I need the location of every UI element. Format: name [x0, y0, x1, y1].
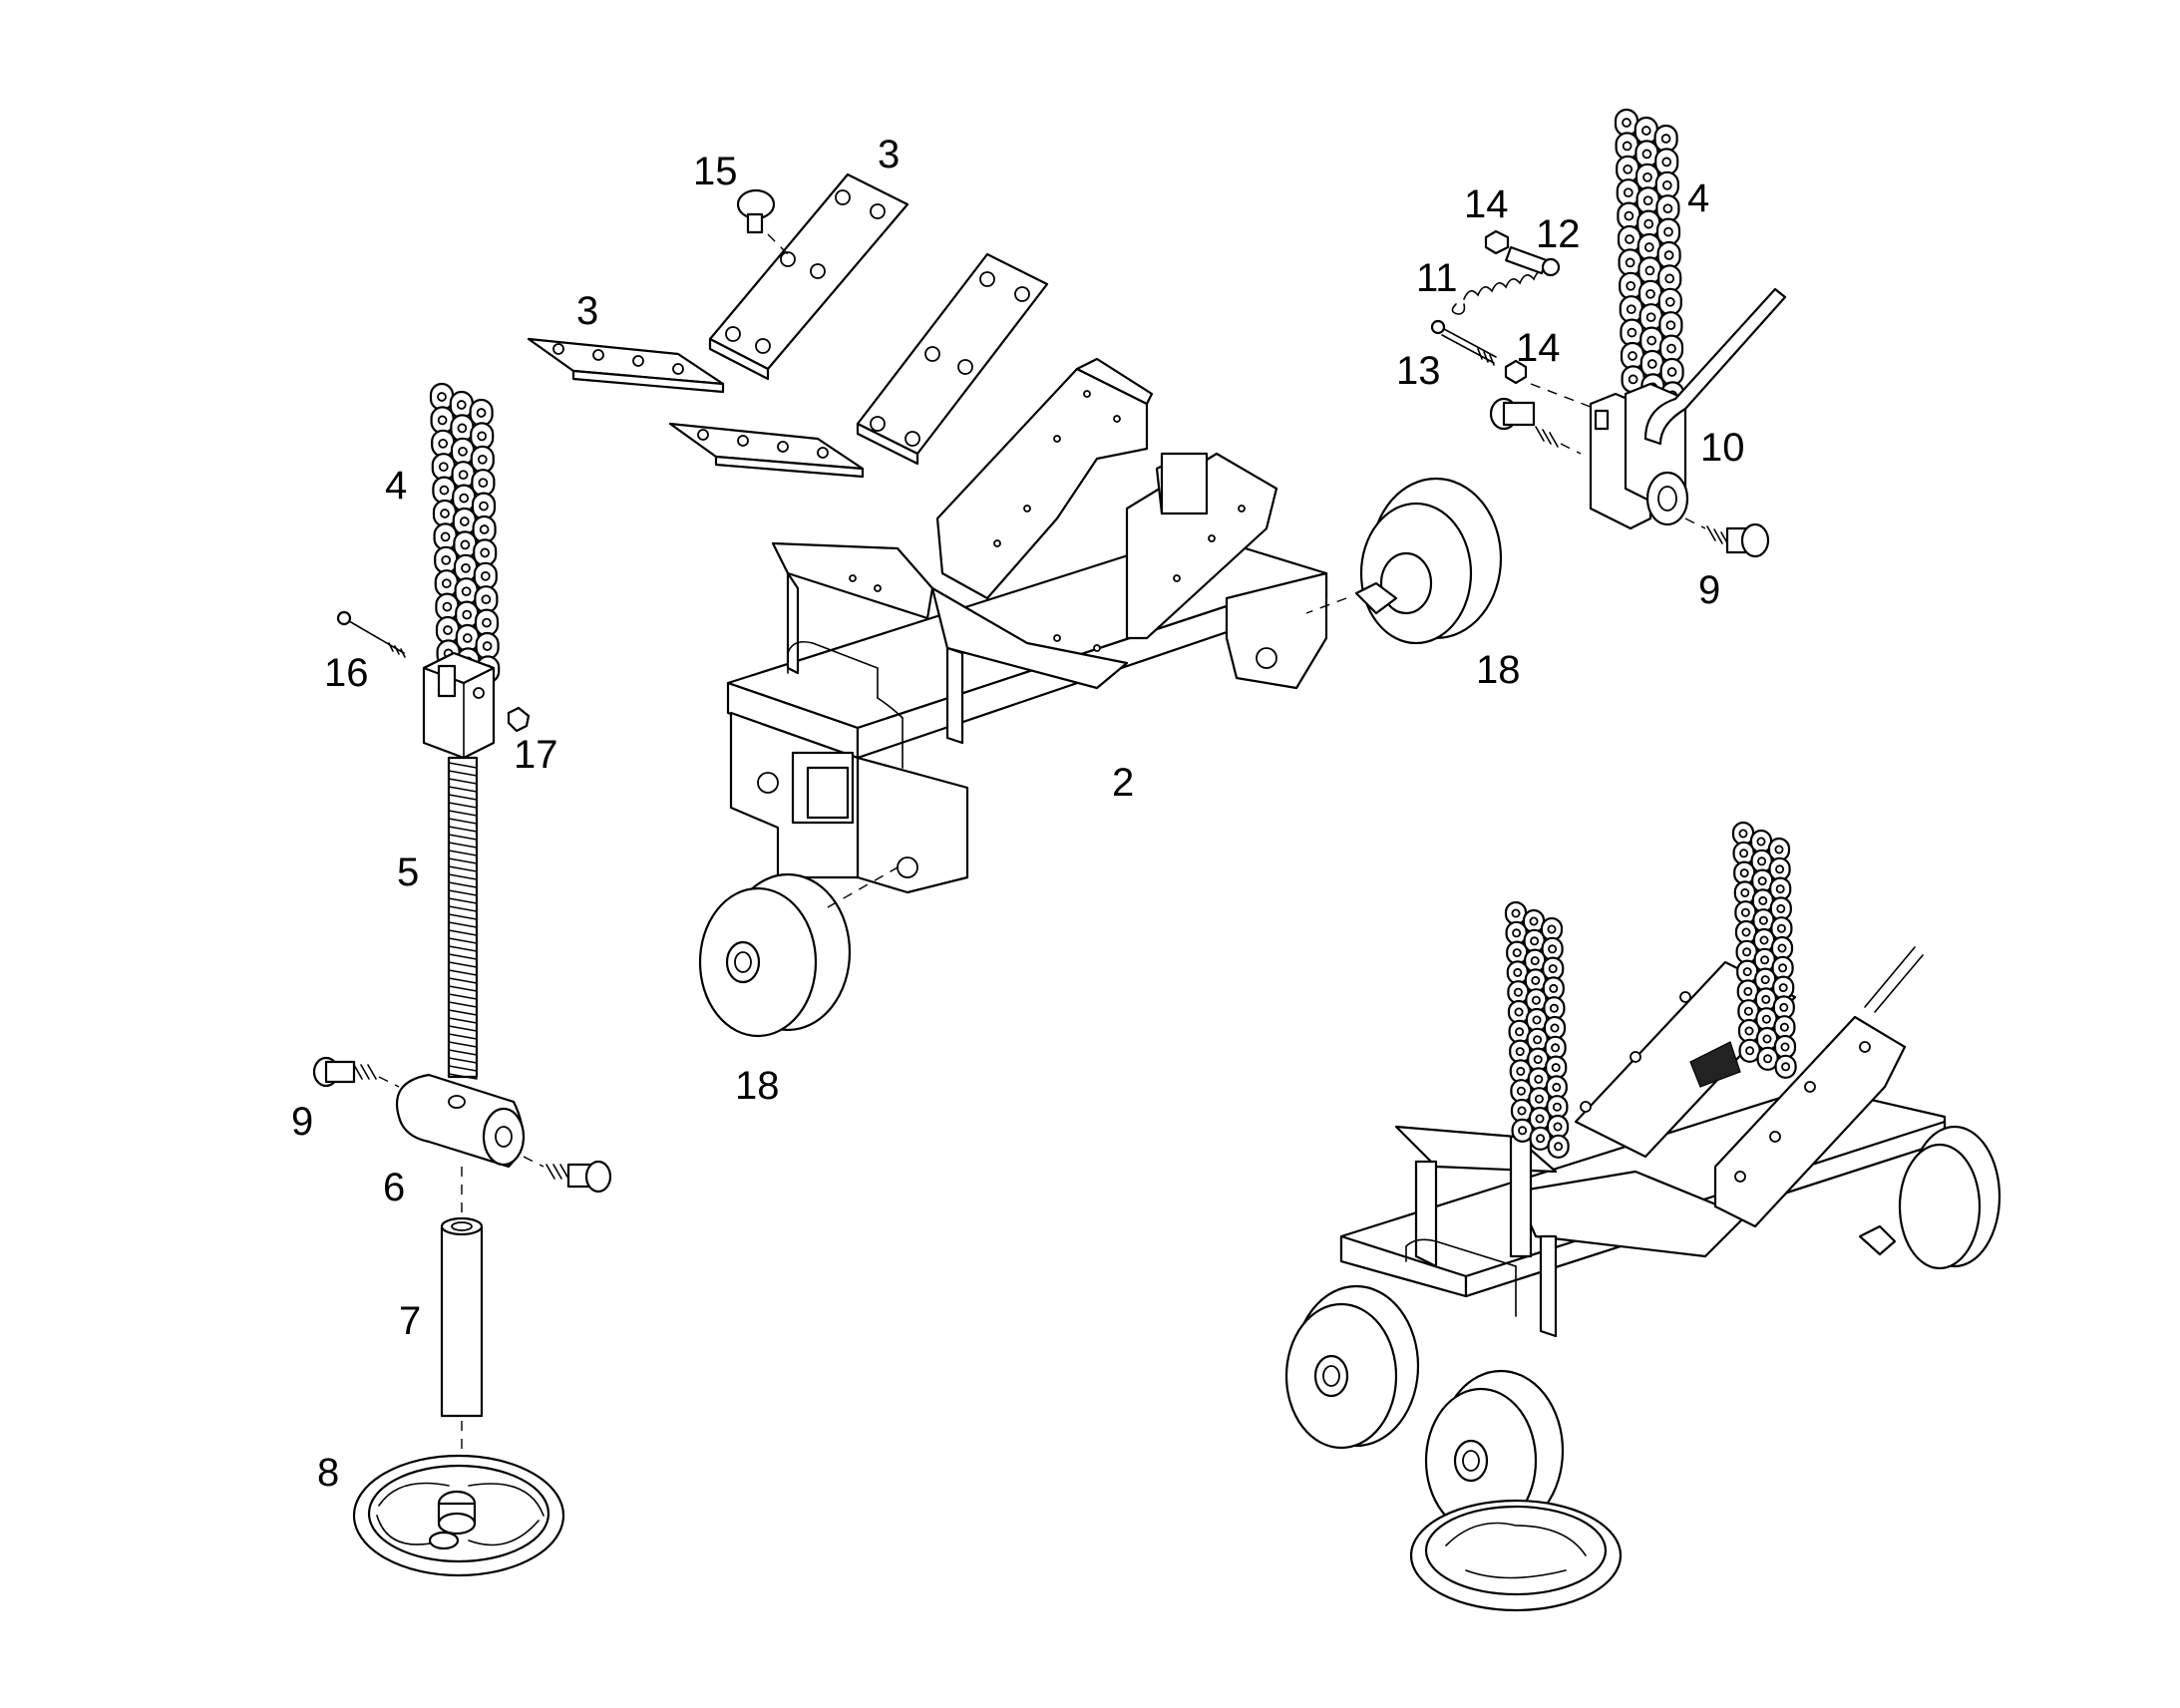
frame-holes [849, 390, 1246, 652]
rod-thread [448, 921, 478, 928]
pin-9-left [312, 1056, 400, 1088]
rod-thread [448, 905, 478, 912]
callout-3-upper: 3 [878, 133, 900, 176]
rod-thread [448, 786, 478, 793]
rod-thread [448, 881, 478, 888]
rod-thread [448, 1009, 478, 1016]
callout-11: 11 [1416, 256, 1458, 300]
rod-thread [448, 889, 478, 896]
screw-15 [736, 188, 794, 260]
plate-right [856, 252, 1049, 466]
callout-16: 16 [324, 651, 369, 695]
rod-thread [448, 977, 478, 984]
pin-9-right [1684, 517, 1770, 558]
rod-thread [448, 945, 478, 952]
rod-thread [448, 1041, 478, 1048]
callout-8: 8 [317, 1451, 339, 1495]
carriage-frame [726, 357, 1328, 894]
rod-thread [448, 993, 478, 1000]
callout-13: 13 [1396, 349, 1441, 393]
wheel-18-right [1305, 477, 1503, 645]
callout-12: 12 [1536, 212, 1581, 256]
bolt-13 [1430, 319, 1497, 366]
rod-thread [448, 913, 478, 920]
nut-14-mid [1504, 359, 1597, 410]
callout-3-left: 3 [576, 289, 598, 333]
wheel-18-left [698, 866, 899, 1038]
hub-6 [395, 1073, 526, 1169]
rod-thread [448, 1017, 478, 1024]
callout-15: 15 [693, 150, 738, 193]
chain-4-right [1614, 108, 1685, 410]
rod-thread [448, 1001, 478, 1008]
rod-thread [448, 929, 478, 936]
tube-7 [440, 1167, 484, 1476]
rod-thread [448, 842, 478, 849]
callout-2: 2 [1112, 761, 1134, 805]
rod-thread [448, 1049, 478, 1056]
callout-10: 10 [1700, 426, 1745, 470]
assembled-view [1284, 946, 2001, 1612]
rod-thread [448, 810, 478, 817]
rod-thread [448, 873, 478, 880]
rod-thread [448, 818, 478, 825]
threaded-rod-5 [447, 756, 479, 1080]
handwheel-8 [352, 1454, 565, 1577]
clamp-10 [1589, 287, 1787, 530]
rod-thread [448, 1025, 478, 1032]
nut-17 [507, 706, 531, 733]
nut-14-top [1484, 229, 1510, 255]
rod-thread [448, 857, 478, 864]
callout-4-left: 4 [385, 464, 407, 508]
rod-thread [448, 1057, 478, 1064]
pin-9-hub [523, 1156, 612, 1194]
callout-14-top: 14 [1464, 182, 1509, 226]
callout-4-right: 4 [1687, 176, 1709, 220]
rod-thread [448, 937, 478, 944]
plate-lower [668, 422, 865, 479]
bolt-16 [336, 610, 406, 658]
rod-thread [448, 778, 478, 785]
callout-7: 7 [399, 1299, 421, 1343]
rod-thread [448, 969, 478, 976]
clamp-block [422, 651, 496, 760]
rod-thread [448, 985, 478, 992]
rod-thread [448, 1065, 478, 1072]
rod-thread [448, 1073, 478, 1080]
rod-thread [448, 762, 478, 769]
rod-thread [448, 961, 478, 968]
chain-assembled-left [1504, 900, 1570, 1159]
rod-thread [448, 802, 478, 809]
callout-18-right: 18 [1476, 648, 1521, 692]
chain-assembled-right [1731, 821, 1797, 1079]
rod-thread [448, 834, 478, 841]
callout-9-left: 9 [291, 1100, 313, 1144]
plate-left [527, 337, 725, 394]
chain-4-left [429, 382, 501, 684]
callout-labels: 2 3 3 4 4 5 6 7 8 9 9 10 11 12 13 14 14 … [291, 133, 1745, 1495]
callout-18-left: 18 [735, 1064, 780, 1108]
bolt-12 [1505, 245, 1561, 277]
rod-thread [448, 794, 478, 801]
rod-thread [448, 865, 478, 872]
plate-top [708, 172, 909, 381]
rod-thread [448, 850, 478, 856]
callout-5: 5 [397, 851, 419, 894]
spring-11 [1451, 270, 1549, 315]
callout-6: 6 [383, 1166, 405, 1209]
callout-14-mid: 14 [1516, 326, 1561, 370]
callout-9-right: 9 [1698, 568, 1720, 612]
rod-thread [448, 826, 478, 833]
rod-thread [448, 953, 478, 960]
rod-thread [448, 1033, 478, 1040]
callout-17: 17 [514, 733, 558, 777]
rod-thread [448, 897, 478, 904]
rod-thread [448, 770, 478, 777]
pin-9-right-left [1489, 397, 1582, 455]
